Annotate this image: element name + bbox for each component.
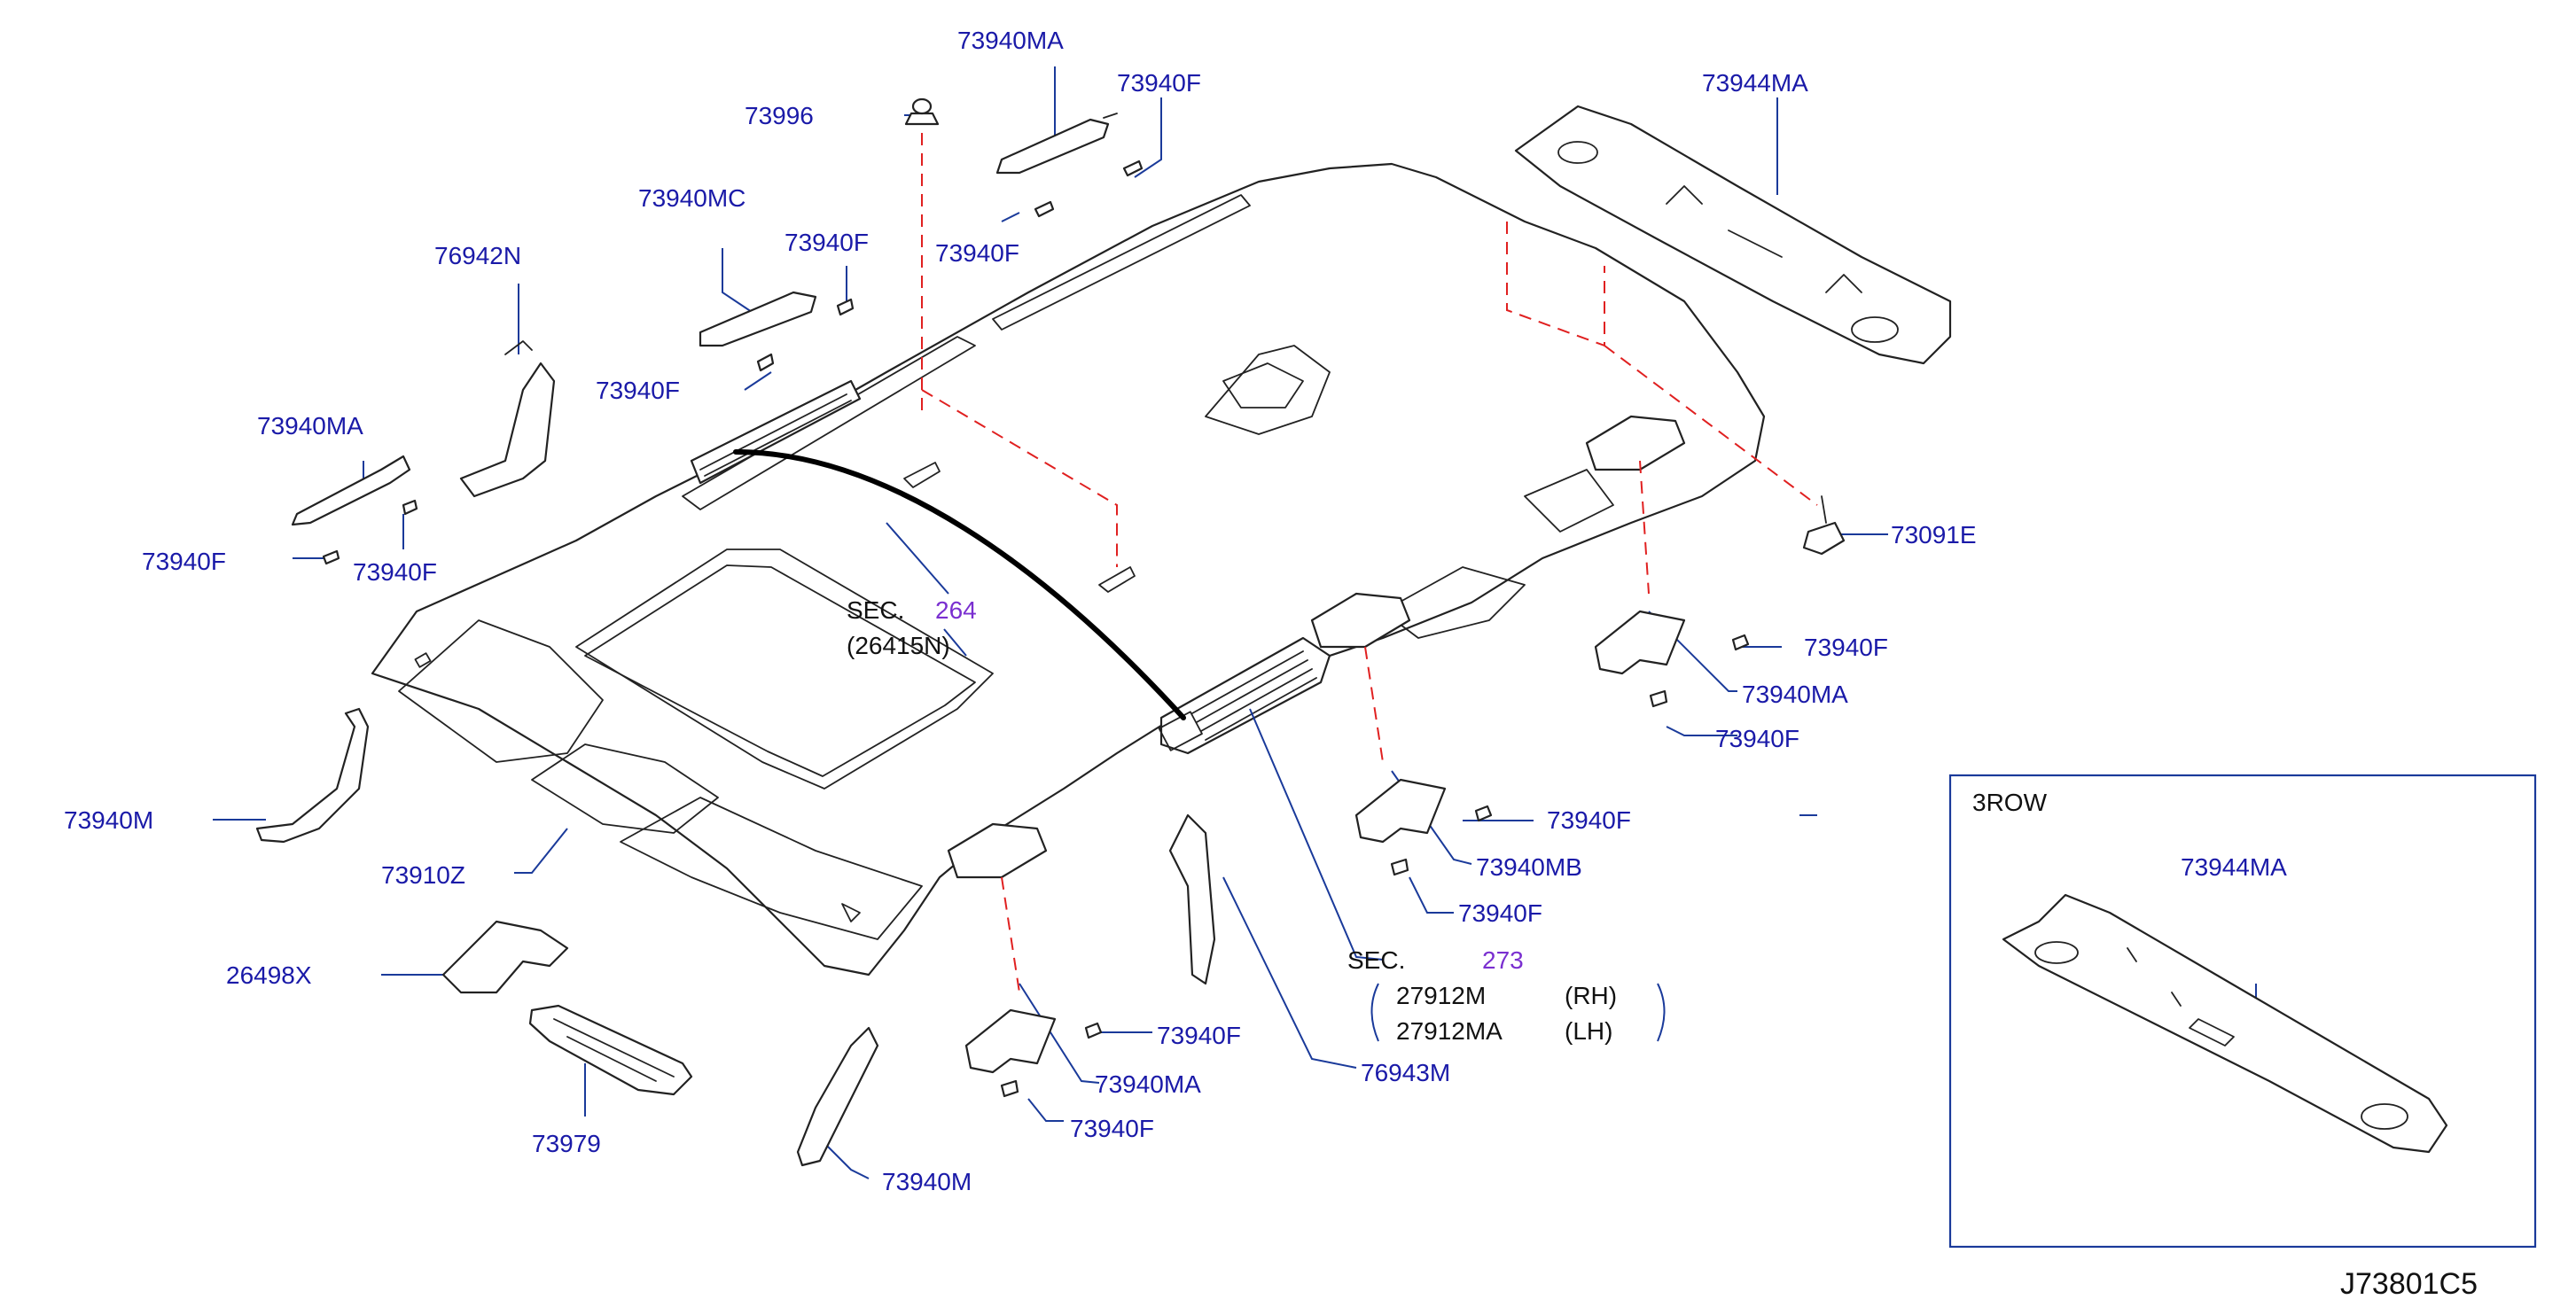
sec273-row1-side: (RH) [1565,982,1617,1009]
label-73940F-b1: 73940F [1157,1022,1241,1049]
leader-lines [213,66,2257,1179]
handle-73940M-left [255,707,370,844]
handle-76942N [459,362,556,498]
clip-73996 [904,112,940,126]
console-73979 [528,1004,693,1096]
sec273-number: 273 [1482,946,1524,974]
sec273-bracket-left [1370,983,1379,1042]
sec273-prefix: SEC. [1347,946,1405,974]
part-labels: 73940MA 73940F 73996 73940F 73940MC 7394… [64,27,1977,1195]
label-73944MA-top: 73944MA [1702,69,1808,97]
inset-3row [1948,774,2537,1249]
inset-title: 3ROW [1972,789,2048,816]
grip-mc [699,291,817,347]
label-73940MA-b: 73940MA [1095,1070,1201,1098]
inset-part-label: 73944MA [2181,853,2287,881]
label-76943M: 76943M [1361,1059,1450,1086]
grip-right-MA [1594,610,1686,675]
label-73940F-r1: 73940F [1804,634,1888,661]
label-73940F-r2: 73940F [1715,725,1799,752]
headlining-clips [903,462,1136,593]
label-73940MB: 73940MB [1476,853,1582,881]
label-73940MA-r: 73940MA [1742,681,1848,708]
sec273-row2-side: (LH) [1565,1017,1612,1045]
grip-left [291,455,411,526]
label-76942N: 76942N [434,242,521,269]
label-73091E: 73091E [1891,521,1977,549]
inset-duct [2002,893,2448,1154]
lamp-26498X [441,920,569,994]
label-73940MA-top: 73940MA [957,27,1064,54]
handle-mount-pads [947,415,1686,879]
label-73910Z: 73910Z [381,861,465,889]
label-73940F-mc1: 73940F [785,229,869,256]
pillar-76943M [1168,813,1216,985]
label-73940F-left1: 73940F [142,548,226,575]
sec273-bracket-right [1657,983,1666,1042]
label-73940F-mc2: 73940F [596,377,680,404]
label-73940F-mb1: 73940F [1547,806,1631,834]
front-header-bracket [690,379,862,485]
headlining-panel [371,162,1766,977]
rear-air-vent [1158,636,1331,755]
label-73940F-top2: 73940F [935,239,1019,267]
sec273-row1-part: 27912M [1396,982,1486,1009]
clip-73091E [1802,521,1846,556]
label-73940MC: 73940MC [638,184,745,212]
label-73940M-left: 73940M [64,806,153,834]
diagram-code: J73801C5 [2340,1267,2478,1301]
label-73940MA-left: 73940MA [257,412,363,440]
section-references: SEC. 264 (26415N) SEC. 273 27912M (RH) 2… [847,596,1666,1045]
grip-bottom-MA [964,1008,1057,1074]
label-73940F-left2: 73940F [353,558,437,586]
label-73940M-bottom: 73940M [882,1168,972,1195]
label-73996: 73996 [745,102,814,129]
sec264-number: 264 [935,596,977,624]
grip-top [995,118,1110,175]
inset-labels: 3ROW 73944MA [1972,789,2287,881]
label-73940F-top1: 73940F [1117,69,1201,97]
sec264-prefix: SEC. [847,596,904,624]
inset-frame [1948,774,2537,1249]
label-73940F-b2: 73940F [1070,1115,1154,1142]
sec273-row2-part: 27912MA [1396,1017,1503,1045]
handle-73940M-bottom [796,1026,879,1167]
rear-duct-top [1514,105,1952,365]
label-26498X: 26498X [226,961,312,989]
label-73940F-mb2: 73940F [1458,899,1542,927]
sec264-part: (26415N) [847,632,950,659]
label-73979: 73979 [532,1130,601,1157]
small-parts [255,97,1846,1167]
grip-right-MB [1354,778,1447,844]
